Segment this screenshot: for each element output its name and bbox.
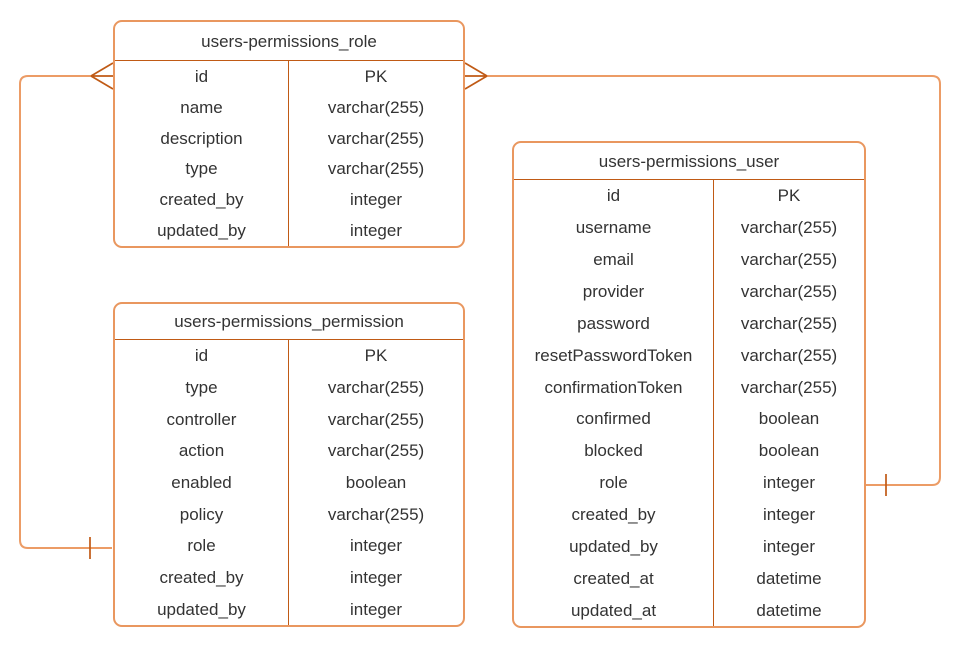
table-title: users-permissions_role [115,22,463,61]
field-name: provider [582,281,645,301]
crow-foot-many-icon [464,62,488,90]
field-name: password [577,313,650,333]
entity-users-permissions-permission[interactable]: users-permissions_permission id PK type var… [113,302,465,627]
field-name: type [185,377,218,397]
field-name: created_at [573,568,654,588]
relationship-role-user[interactable] [464,62,941,496]
field-type: PK [288,340,463,372]
field-type: integer [288,593,463,625]
field-name: blocked [584,441,643,461]
field-type: integer [288,529,463,562]
field-type: varchar(255) [288,153,463,185]
field-name: updated_by [569,536,658,556]
table-fields: id PK name varchar(255) description varchar(2… [115,61,463,246]
field-name: description [160,128,243,148]
field-type: boolean [288,466,463,499]
field-type: boolean [713,403,864,435]
field-name: confirmed [576,409,651,429]
field-name: enabled [171,472,232,492]
field-name: role [599,473,628,493]
connector-line [19,75,112,549]
field-type: integer [288,561,463,594]
field-name: created_by [159,567,244,587]
entity-users-permissions-user[interactable]: users-permissions_user id PK username varch… [512,141,866,628]
field-type: PK [713,180,864,212]
field-type: varchar(255) [713,371,864,403]
field-type: varchar(255) [713,339,864,372]
field-type: boolean [713,434,864,467]
field-name: created_by [571,504,656,524]
field-type: datetime [713,594,864,626]
field-name: updated_at [570,600,657,620]
field-name: role [187,536,216,556]
field-name: policy [179,504,224,524]
field-type: varchar(255) [288,434,463,467]
field-name: username [575,218,652,238]
field-name: id [606,186,621,206]
field-name: id [194,346,209,366]
field-name: type [185,159,218,179]
table-fields: id PK username varchar(255) email varchar(255… [514,180,864,626]
field-type: integer [713,498,864,531]
field-type: datetime [713,562,864,595]
field-type: varchar(255) [713,275,864,308]
field-type: varchar(255) [713,211,864,244]
field-name: action [178,441,225,461]
field-name: email [593,250,634,270]
field-type: varchar(255) [288,403,463,435]
field-name: updated_by [157,221,246,241]
field-name: controller [166,409,237,429]
field-type: varchar(255) [288,122,463,154]
table-title: users-permissions_permission [115,304,463,340]
field-name: id [194,66,209,86]
table-title: users-permissions_user [514,143,864,180]
field-type: varchar(255) [713,243,864,276]
entity-users-permissions-role[interactable]: users-permissions_role id PK name varchar(2… [113,20,465,248]
field-name: confirmationToken [544,377,683,397]
field-type: varchar(255) [288,498,463,530]
field-name: name [180,97,223,117]
field-name: resetPasswordToken [534,345,693,365]
field-name: created_by [159,190,244,210]
field-type: varchar(255) [713,307,864,340]
field-type: integer [713,530,864,563]
field-type: integer [288,184,463,216]
connector-line [487,75,941,486]
field-type: varchar(255) [288,371,463,404]
field-type: varchar(255) [288,91,463,123]
field-type: integer [713,466,864,499]
field-type: integer [288,215,463,246]
field-type: PK [288,61,463,92]
crow-foot-many-icon [90,62,114,90]
table-fields: id PK type varchar(255) controller varchar(25… [115,340,463,625]
relationship-role-permission[interactable] [19,62,114,559]
field-name: updated_by [157,599,246,619]
